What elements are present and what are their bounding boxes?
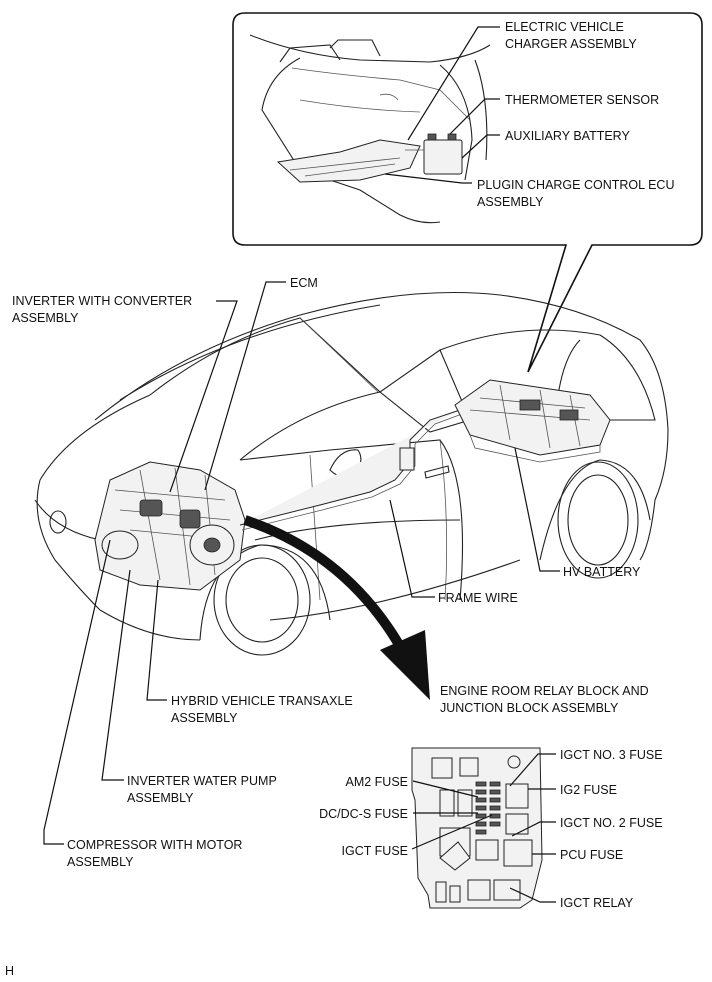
- leader-compressor: [43, 539, 111, 845]
- leader-igct-relay: [509, 887, 556, 903]
- leader-aux-battery: [461, 134, 500, 159]
- leader-transaxle: [146, 579, 167, 701]
- leader-water-pump: [101, 569, 131, 781]
- leader-hv-battery: [514, 447, 560, 572]
- relay-block-drawing: [411, 747, 543, 909]
- label-engine-room-relay-block: ENGINE ROOM RELAY BLOCK AND JUNCTION BLO…: [440, 684, 652, 715]
- label-am2-fuse: AM2 FUSE: [345, 775, 408, 789]
- label-ig2-fuse: IG2 FUSE: [560, 783, 617, 797]
- leader-frame-wire: [389, 499, 435, 598]
- label-inverter-with-converter: INVERTER WITH CONVERTER ASSEMBLY: [12, 294, 196, 325]
- leader-inverter: [169, 300, 238, 493]
- label-inverter-water-pump: INVERTER WATER PUMP ASSEMBLY: [127, 774, 280, 805]
- inset-callout: [232, 12, 703, 373]
- leader-am2-fuse: [412, 780, 479, 798]
- leader-thermometer: [449, 98, 500, 135]
- label-dcdc-s-fuse: DC/DC-S FUSE: [319, 807, 408, 821]
- label-ev-charger: ELECTRIC VEHICLE CHARGER ASSEMBLY: [505, 20, 637, 51]
- frame-wire-harness: [239, 409, 463, 531]
- label-frame-wire: FRAME WIRE: [438, 591, 518, 605]
- leader-ecm: [204, 281, 286, 491]
- leader-ev-charger: [407, 26, 500, 141]
- label-igct-no2-fuse: IGCT NO. 2 FUSE: [560, 816, 663, 830]
- label-igct-no3-fuse: IGCT NO. 3 FUSE: [560, 748, 663, 762]
- leader-igct3-fuse: [509, 753, 556, 787]
- label-plugin-charge-control-ecu: PLUGIN CHARGE CONTROL ECU ASSEMBLY: [477, 178, 678, 209]
- engine-compartment: [94, 461, 246, 591]
- cargo-area-sketch: [249, 34, 491, 224]
- corner-mark: H: [5, 964, 14, 978]
- leader-igct2-fuse: [511, 821, 556, 837]
- label-ecm: ECM: [290, 276, 318, 290]
- label-thermometer-sensor: THERMOMETER SENSOR: [505, 93, 659, 107]
- zoom-arrow: [243, 515, 430, 700]
- label-igct-relay: IGCT RELAY: [560, 896, 634, 910]
- hv-battery-pack: [454, 379, 611, 463]
- leader-igct-fuse: [411, 814, 493, 850]
- leader-plugin-ecu: [384, 173, 472, 184]
- label-hv-battery: HV BATTERY: [563, 565, 641, 579]
- label-igct-fuse: IGCT FUSE: [342, 844, 408, 858]
- label-compressor-with-motor: COMPRESSOR WITH MOTOR ASSEMBLY: [67, 838, 246, 869]
- label-hybrid-vehicle-transaxle: HYBRID VEHICLE TRANSAXLE ASSEMBLY: [171, 694, 356, 725]
- label-auxiliary-battery: AUXILIARY BATTERY: [505, 129, 630, 143]
- label-pcu-fuse: PCU FUSE: [560, 848, 623, 862]
